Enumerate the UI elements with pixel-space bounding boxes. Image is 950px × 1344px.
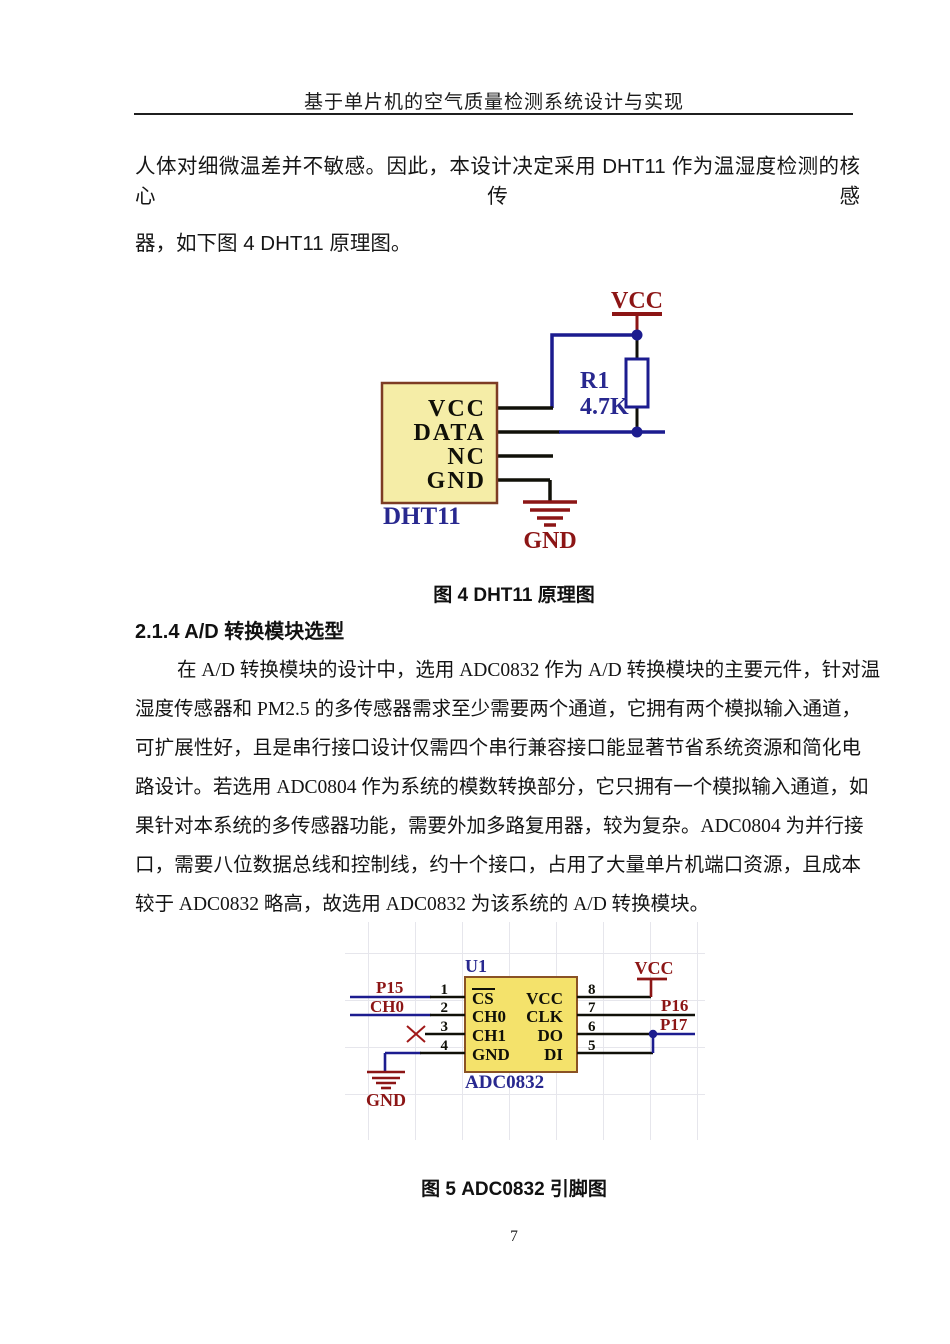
dht11-pin-data: DATA <box>414 420 486 446</box>
body-text-line: 湿度传感器和 PM2.5 的多传感器需求至少需要两个通道，它拥有两个模拟输入通道… <box>135 699 861 720</box>
vcc-power-label: VCC <box>611 288 663 314</box>
pin-name-cs: CS <box>472 989 494 1008</box>
resistor-body <box>624 357 650 409</box>
adc0832-ref-label: ADC0832 <box>465 1072 544 1093</box>
figure-adc0832-pinout: U1 GND <box>345 922 705 1140</box>
vcc-power-symbol: VCC <box>611 288 663 335</box>
pin-name-ch0: CH0 <box>472 1007 506 1026</box>
section-heading: 2.1.4 A/D 转换模块选型 <box>135 621 345 643</box>
pin-number-7: 7 <box>588 1000 596 1016</box>
pin-number-8: 8 <box>588 982 596 998</box>
page-number: 7 <box>510 1228 518 1245</box>
body-text-line: 路设计。若选用 ADC0804 作为系统的模数转换部分，它只拥有一个模拟输入通道… <box>135 777 869 798</box>
pin-number-1: 1 <box>441 982 449 998</box>
body-text-line: 果针对本系统的多传感器功能，需要外加多路复用器，较为复杂。ADC0804 为并行… <box>135 816 864 837</box>
dht11-component: VCC DATA NC GND DHT11 <box>380 381 499 530</box>
intro-paragraph-line: 人体对细微温差并不敏感。因此，本设计决定采用 DHT11 作为温湿度检测的核心传… <box>135 155 860 208</box>
dht11-ref-label: DHT11 <box>383 503 461 530</box>
pin-name-ch1: CH1 <box>472 1026 506 1045</box>
pin-name-vcc: VCC <box>526 989 563 1008</box>
body-text-line: 口，需要八位数据总线和控制线，约十个接口，占用了大量单片机端口资源，且成本 <box>135 855 861 876</box>
resistor-value: 4.7K <box>580 394 629 420</box>
net-label-p16: P16 <box>661 996 688 1015</box>
gnd-label: GND <box>366 1090 406 1110</box>
dht11-pin-gnd: GND <box>427 468 486 494</box>
left-wires <box>350 995 465 1072</box>
junction-dot <box>648 1029 658 1039</box>
pin-names: CS CH0 CH1 GND VCC CLK DO DI <box>472 988 564 1064</box>
pin-number-3: 3 <box>441 1019 449 1035</box>
pin-number-5: 5 <box>588 1038 596 1054</box>
figure-dht11-schematic: VCC R1 4.7K <box>380 288 665 554</box>
gnd-label: GND <box>523 528 576 554</box>
body-paragraph: 在 A/D 转换模块的设计中，选用 ADC0832 作为 A/D 转换模块的主要… <box>135 651 881 924</box>
figure5-caption: 图 5 ADC0832 引脚图 <box>421 1179 607 1200</box>
resistor-r1: R1 4.7K <box>580 357 650 420</box>
body-text-line: 在 A/D 转换模块的设计中，选用 ADC0832 作为 A/D 转换模块的主要… <box>177 660 881 681</box>
ground-symbol <box>367 1070 405 1090</box>
ground-symbol <box>523 500 577 527</box>
page-header-title: 基于单片机的空气质量检测系统设计与实现 <box>303 92 684 113</box>
net-label-p17: P17 <box>660 1015 688 1034</box>
figure4-caption: 图 4 DHT11 原理图 <box>433 585 595 606</box>
intro-paragraph-line: 器，如下图 4 DHT11 原理图。 <box>135 232 412 255</box>
pin-name-clk: CLK <box>526 1007 564 1026</box>
junction-dot <box>631 426 643 438</box>
dht11-body <box>380 381 499 505</box>
pin-name-do: DO <box>538 1026 564 1045</box>
vcc-power-label: VCC <box>635 958 674 978</box>
header-rule <box>134 113 853 115</box>
dht11-pin-nc: NC <box>447 444 486 470</box>
net-label-p15: P15 <box>376 978 403 997</box>
body-text-line: 可扩展性好，且是串行接口设计仅需四个串行兼容接口能显著节省系统资源和简化电 <box>135 738 861 759</box>
pin-name-gnd: GND <box>472 1045 510 1064</box>
resistor-ref: R1 <box>580 368 609 394</box>
schematic-wires <box>497 333 665 501</box>
body-text-line: 较于 ADC0832 略高，故选用 ADC0832 为该系统的 A/D 转换模块… <box>135 894 710 915</box>
right-wires <box>577 977 695 1055</box>
adc0832-body <box>464 976 578 1073</box>
wire-vcc-net <box>550 333 637 408</box>
u1-designator: U1 <box>465 956 487 976</box>
junction-dot <box>631 329 643 341</box>
pin-numbers: 1 2 3 4 8 7 6 5 <box>441 982 597 1054</box>
dht11-pin-vcc: VCC <box>428 396 486 422</box>
pin-number-6: 6 <box>588 1019 596 1035</box>
no-connect-x <box>406 1025 426 1043</box>
net-label-ch0: CH0 <box>370 997 404 1016</box>
pin-name-di: DI <box>544 1045 563 1064</box>
pin-number-4: 4 <box>441 1038 449 1054</box>
pin-number-2: 2 <box>441 1000 449 1016</box>
